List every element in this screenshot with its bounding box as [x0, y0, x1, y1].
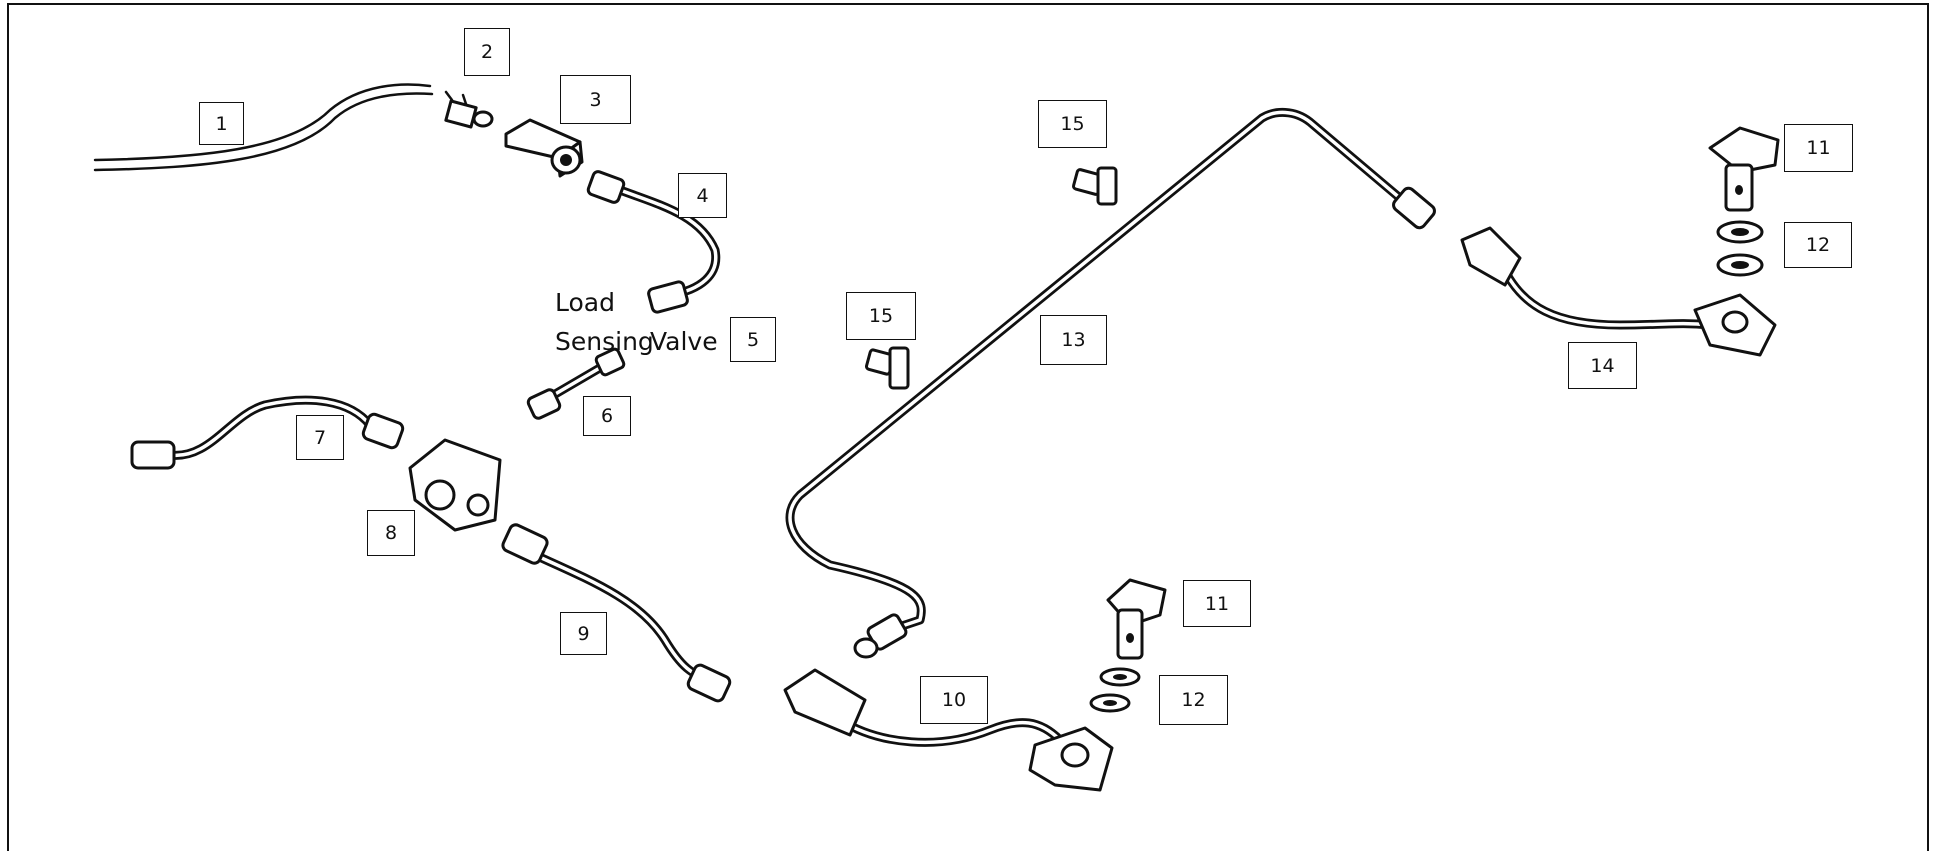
label-5: 5: [730, 317, 776, 362]
part-4-pipe: [586, 170, 721, 314]
part-3-nut: [504, 118, 584, 178]
caption-sensing: Sensing: [555, 327, 654, 356]
part-7-pipe: [130, 395, 405, 470]
part-9-pipe: [501, 523, 732, 703]
label-12-upper: 12: [1784, 222, 1852, 268]
part-12-washers-upper: [1716, 220, 1764, 277]
label-8: 8: [367, 510, 415, 556]
label-15-lower: 15: [846, 292, 916, 340]
label-9: 9: [560, 612, 607, 655]
label-1: 1: [199, 102, 244, 145]
label-10: 10: [920, 676, 988, 724]
label-4: 4: [678, 173, 727, 218]
label-12-lower: 12: [1159, 675, 1228, 725]
label-2: 2: [464, 28, 510, 76]
part-13-pipe: [785, 108, 1436, 659]
label-11-lower: 11: [1183, 580, 1251, 627]
label-13: 13: [1040, 315, 1107, 365]
part-2-fitting: [444, 90, 494, 129]
part-1-hose: [93, 83, 434, 172]
label-15-upper: 15: [1038, 100, 1107, 148]
caption-valve: Valve: [650, 327, 718, 356]
part-6-fitting: [526, 347, 626, 420]
label-6: 6: [583, 396, 631, 436]
part-14-hose: [1460, 226, 1777, 357]
label-11-upper: 11: [1784, 124, 1853, 172]
label-3: 3: [560, 75, 631, 124]
part-15-clip-upper: [1072, 166, 1118, 206]
label-7: 7: [296, 415, 344, 460]
caption-load: Load: [555, 288, 615, 317]
part-10-hose: [783, 668, 1114, 792]
part-15-clip-lower: [864, 346, 910, 390]
border: [7, 3, 1929, 851]
part-12-washers-lower: [1089, 667, 1141, 713]
part-11-bolt-lower: [1106, 578, 1167, 660]
label-14: 14: [1568, 342, 1637, 389]
part-11-bolt-upper: [1708, 126, 1780, 212]
part-8-union: [408, 438, 502, 532]
